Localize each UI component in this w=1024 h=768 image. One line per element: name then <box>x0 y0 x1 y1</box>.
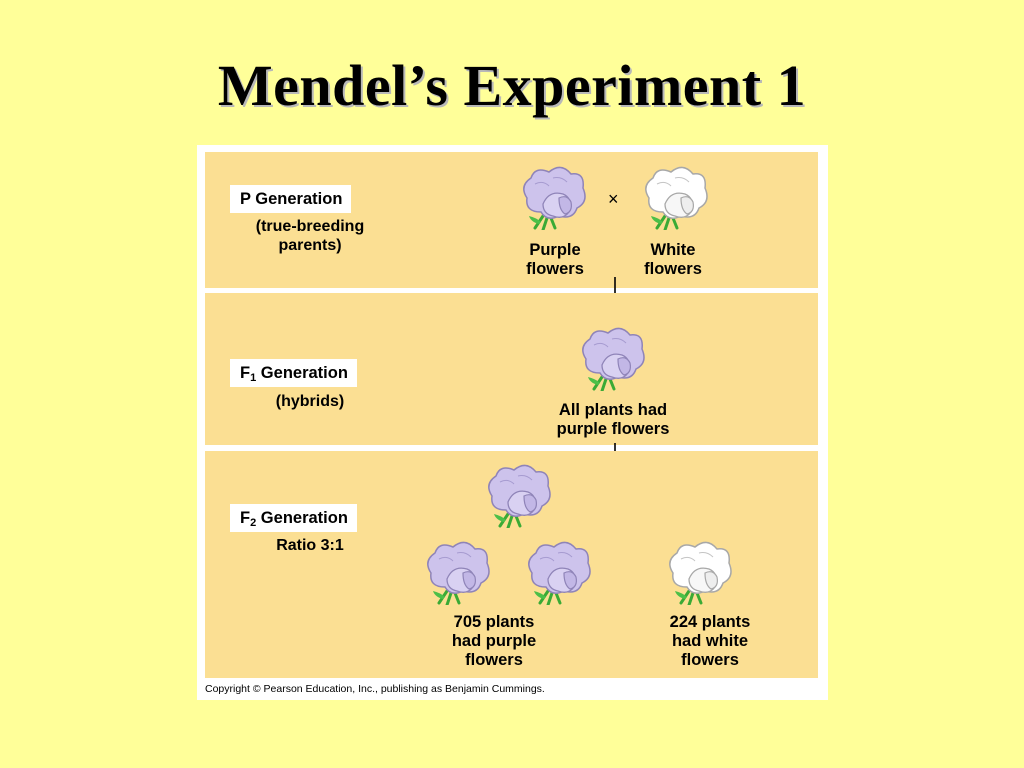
f2-label-subscript: 2 <box>250 517 257 529</box>
p-generation-subtitle-line2: parents) <box>278 237 342 254</box>
purple-flower-icon <box>527 540 592 605</box>
p-generation-band <box>205 152 818 288</box>
f2-white-caption-line3: flowers <box>681 651 739 669</box>
white-flower-icon <box>668 540 733 605</box>
f2-purple-caption: 705 plants had purple flowers <box>419 613 569 670</box>
f1-caption-line1: All plants had <box>558 401 668 419</box>
f2-purple-caption-line2: had purple <box>451 632 537 650</box>
f2-purple-caption-line3: flowers <box>465 651 523 669</box>
f1-label-suffix: Generation <box>256 364 348 382</box>
f2-white-caption-line1: 224 plants <box>669 613 751 631</box>
f1-label-subscript: 1 <box>250 372 257 384</box>
cross-symbol: × <box>608 189 619 209</box>
purple-flower-icon <box>522 165 587 230</box>
f2-purple-caption-line1: 705 plants <box>453 613 535 631</box>
p-purple-caption-line2: flowers <box>526 260 584 278</box>
f2-white-caption: 224 plants had white flowers <box>635 613 785 670</box>
f2-generation-label: F2 Generation <box>230 504 357 532</box>
slide-title: Mendel’s Experiment 1 <box>217 53 807 118</box>
f1-caption-line2: purple flowers <box>556 420 670 438</box>
p-white-caption: White flowers <box>633 241 713 279</box>
f2-label-suffix: Generation <box>256 509 348 527</box>
purple-flower-icon <box>426 540 491 605</box>
mendel-figure: P Generation (true-breeding parents) × P… <box>197 145 828 700</box>
white-flower-icon <box>644 165 709 230</box>
f2-generation-subtitle: Ratio 3:1 <box>276 537 344 554</box>
f1-generation-label: F1 Generation <box>230 359 357 387</box>
p-purple-caption-line1: Purple <box>529 241 581 259</box>
purple-flower-icon <box>581 326 646 391</box>
f1-generation-subtitle: (hybrids) <box>275 393 345 410</box>
p-white-caption-line1: White <box>650 241 696 259</box>
p-purple-caption: Purple flowers <box>515 241 595 279</box>
p-generation-subtitle-line1: (true-breeding <box>255 218 365 235</box>
p-white-caption-line2: flowers <box>644 260 702 278</box>
purple-flower-icon <box>487 463 552 528</box>
f2-label-prefix: F <box>240 509 251 527</box>
f1-caption: All plants had purple flowers <box>533 401 693 439</box>
f2-white-caption-line2: had white <box>671 632 749 650</box>
p-generation-label: P Generation <box>230 185 352 213</box>
copyright-notice: Copyright © Pearson Education, Inc., pub… <box>205 683 545 695</box>
f1-label-prefix: F <box>240 364 251 382</box>
p-generation-subtitle: (true-breeding parents) <box>230 217 390 255</box>
